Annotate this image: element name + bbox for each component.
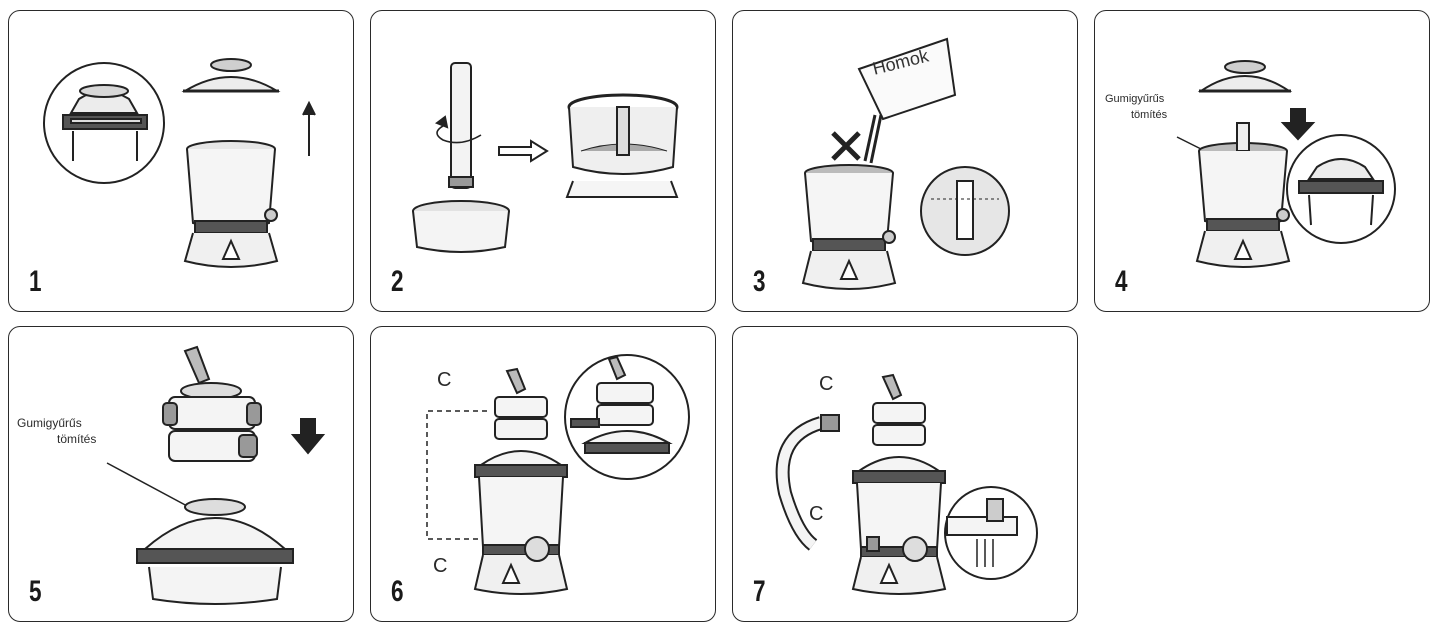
right-arrow-icon [498, 139, 549, 163]
step-7-panel: C C 7 [732, 326, 1078, 622]
o-ring-pointer [106, 462, 190, 508]
step-2-panel: 2 [370, 10, 716, 312]
multiport-valve [162, 345, 262, 462]
connector-c-label-top: C [819, 373, 834, 395]
step-1-panel: 1 [8, 10, 354, 312]
rotate-arrow-icon [434, 115, 482, 144]
assembled-filter-pump [473, 367, 569, 595]
step-number: 6 [391, 575, 404, 608]
step-5-illustration [106, 345, 326, 605]
step-1-illustration [43, 58, 316, 268]
step-3-illustration [801, 37, 1010, 290]
sand-stream [863, 114, 883, 164]
connector-c-label-bottom: C [809, 503, 824, 525]
step-2-illustration [412, 62, 679, 253]
o-ring-label: Gumigyűrűs tömítés [17, 415, 96, 447]
step-7-illustration [775, 373, 1038, 595]
filter-lid [1197, 60, 1293, 93]
clamp-detail-circle [1286, 134, 1396, 244]
o-ring-pointer [1176, 136, 1202, 150]
filter-tank [1195, 122, 1291, 268]
o-ring-label-line-1: Gumigyűrűs [1105, 93, 1165, 105]
o-ring-label-line-1: Gumigyűrűs [17, 416, 82, 430]
assembled-filter-pump [851, 373, 947, 595]
step-number: 2 [391, 265, 404, 298]
detail-circle [43, 62, 165, 184]
filter-tank [183, 140, 279, 268]
no-entry-x-icon [831, 131, 861, 161]
center-pipe [448, 62, 474, 189]
connector-c-label-bottom: C [433, 555, 448, 577]
step-number: 5 [29, 575, 42, 608]
sand-level-detail [920, 166, 1010, 256]
valve-detail-circle [564, 354, 690, 480]
step-5-panel: Gumigyűrűs tömítés 5 [8, 326, 354, 622]
lid-clamp-detail [62, 84, 148, 161]
filter-tank [801, 164, 897, 290]
step-4-illustration [1176, 60, 1396, 268]
o-ring-label-line-2: tömítés [1131, 109, 1168, 121]
step-4-panel: Gumigyűrűs tömítés 4 [1094, 10, 1430, 312]
assembled-tank [565, 93, 679, 198]
hose [775, 414, 840, 551]
filter-lid [181, 58, 281, 93]
connector-c-label-top: C [437, 369, 452, 391]
step-6-illustration [426, 354, 690, 595]
filter-lid-top [136, 498, 294, 605]
o-ring-label: Gumigyűrűs tömítés [1105, 91, 1167, 123]
step-number: 4 [1115, 265, 1128, 298]
step-number: 3 [753, 265, 766, 298]
step-6-panel: C C 6 [370, 326, 716, 622]
up-arrow-icon [302, 100, 316, 156]
down-arrow-icon [290, 418, 326, 455]
step-number: 1 [29, 265, 42, 298]
tank-base-ring [412, 200, 510, 253]
step-3-panel: Homok 3 [732, 10, 1078, 312]
down-arrow-icon [1280, 108, 1316, 141]
sand-bag [857, 37, 957, 121]
step-number: 7 [753, 575, 766, 608]
o-ring-label-line-2: tömítés [57, 432, 97, 446]
hose-connection-dashed-line [426, 410, 487, 540]
connector-detail-circle [944, 486, 1038, 580]
